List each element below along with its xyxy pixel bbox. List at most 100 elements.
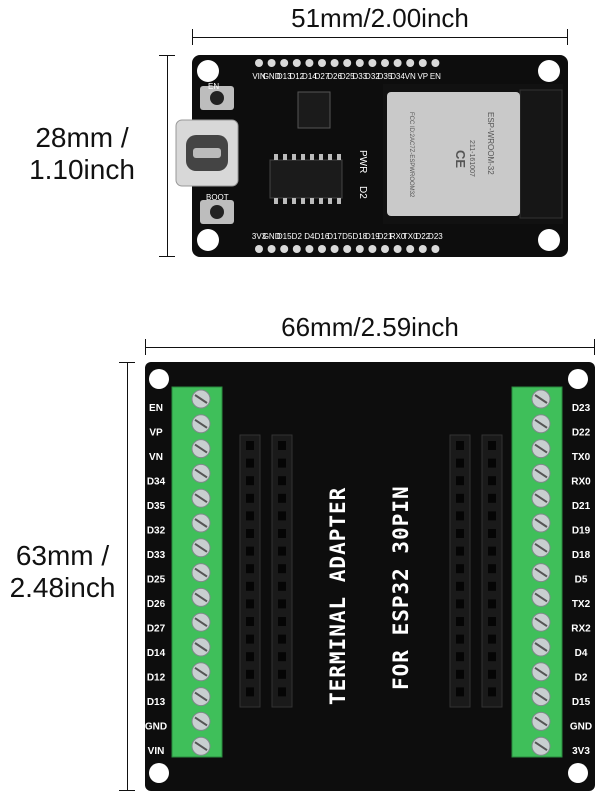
screw-slot: [194, 691, 208, 702]
left-terminal-label: D34: [147, 477, 166, 488]
chip-leg: [301, 198, 305, 204]
screw-slot: [194, 518, 208, 528]
header-socket: [488, 441, 496, 450]
top-header-pin: [431, 59, 440, 67]
adapter-hole-br: [568, 763, 588, 783]
adapter-width-tick-right: [594, 339, 595, 355]
top-pin-label: GND: [263, 72, 281, 81]
screw-slot: [194, 567, 208, 578]
top-board-height-line2: 1.10inch: [29, 154, 135, 186]
chip-leg: [328, 154, 332, 160]
header-socket: [278, 652, 286, 662]
top-header-pin: [343, 59, 352, 67]
screw-slot: [534, 592, 548, 603]
right-terminal-label: 3V3: [572, 746, 590, 757]
bottom-header-pin: [330, 245, 339, 253]
screw-slot: [534, 493, 548, 504]
adapter-height-tick-bottom: [119, 790, 135, 791]
header-socket: [246, 529, 254, 538]
top-pin-label: D14: [302, 72, 317, 81]
top-width-dim-line: [192, 37, 568, 38]
adapter-hole-tl: [149, 369, 169, 389]
header-socket: [456, 617, 464, 626]
header-socket: [278, 687, 286, 697]
top-pin-label: D33: [352, 72, 367, 81]
left-terminal-label: VP: [149, 428, 163, 439]
boot-button-label: BOOT: [206, 193, 229, 202]
top-header-pin: [305, 59, 314, 67]
header-socket: [278, 564, 286, 574]
header-socket: [488, 652, 496, 662]
header-socket: [246, 687, 254, 697]
header-socket: [278, 617, 286, 626]
top-height-tick-bottom: [159, 256, 175, 257]
header-socket: [246, 652, 254, 662]
header-socket: [488, 634, 496, 644]
right-terminal-label: RX2: [571, 624, 591, 635]
top-board-height-line1: 28mm /: [35, 122, 129, 153]
mount-hole-tr: [538, 60, 560, 82]
header-socket: [488, 617, 496, 626]
right-terminal-label: TX2: [572, 599, 591, 610]
header-socket: [488, 546, 496, 556]
screw-slot: [194, 741, 208, 752]
header-socket: [278, 599, 286, 609]
bottom-header-pin: [418, 245, 427, 253]
header-socket: [456, 652, 464, 662]
top-header-pin: [318, 59, 326, 67]
adapter-hole-bl: [149, 763, 169, 783]
top-pin-label: D12: [289, 72, 304, 81]
header-socket: [456, 458, 464, 468]
header-socket: [246, 634, 254, 644]
top-header-pin: [267, 59, 276, 67]
bottom-header-pin: [280, 245, 289, 253]
bottom-header-pin: [255, 245, 263, 253]
bottom-pin-label: D5: [342, 232, 353, 241]
bottom-header-pin: [305, 245, 314, 253]
right-terminal-label: RX0: [571, 477, 591, 488]
header-socket: [488, 687, 496, 697]
screw-slot: [534, 443, 548, 454]
adapter-width-dim-line: [145, 347, 595, 348]
screw-slot: [534, 666, 548, 677]
header-socket: [456, 669, 464, 679]
header-socket: [278, 581, 286, 591]
bottom-pin-label: D19: [365, 232, 380, 241]
bottom-pin-label: D4: [304, 232, 315, 241]
top-pin-label: D26: [327, 72, 342, 81]
left-terminal-label: EN: [149, 403, 163, 414]
header-socket: [246, 564, 254, 574]
header-socket: [278, 634, 286, 644]
header-socket: [246, 581, 254, 591]
top-board-width-label: 51mm/2.00inch: [291, 3, 469, 33]
top-pin-label: D13: [277, 72, 292, 81]
header-socket: [456, 564, 464, 574]
header-socket: [456, 493, 464, 503]
header-socket: [456, 599, 464, 609]
right-terminal-label: D2: [575, 673, 588, 684]
module-ce-mark: CE: [453, 150, 468, 168]
right-terminal-label: D18: [572, 550, 591, 561]
header-socket: [456, 441, 464, 450]
chip-leg: [310, 198, 314, 204]
header-socket: [488, 669, 496, 679]
boot-button-cap: [210, 205, 224, 219]
left-terminal-label: D25: [147, 575, 166, 586]
header-socket: [246, 599, 254, 609]
bottom-pin-label: D15: [277, 232, 292, 241]
header-socket: [246, 617, 254, 626]
adapter-width-tick-left: [145, 339, 146, 355]
top-board-height-label: 28mm / 1.10inch: [2, 122, 162, 186]
bottom-pin-label: D17: [327, 232, 342, 241]
right-terminal-label: D4: [575, 648, 588, 659]
bottom-header-pin: [318, 245, 326, 253]
bottom-header-pin: [292, 245, 301, 253]
header-socket: [246, 493, 254, 503]
bottom-pin-label: D16: [315, 232, 330, 241]
screw-slot: [534, 617, 548, 628]
left-terminal-label: D32: [147, 526, 166, 537]
screw-slot: [534, 691, 548, 702]
top-height-tick-top: [159, 55, 175, 56]
